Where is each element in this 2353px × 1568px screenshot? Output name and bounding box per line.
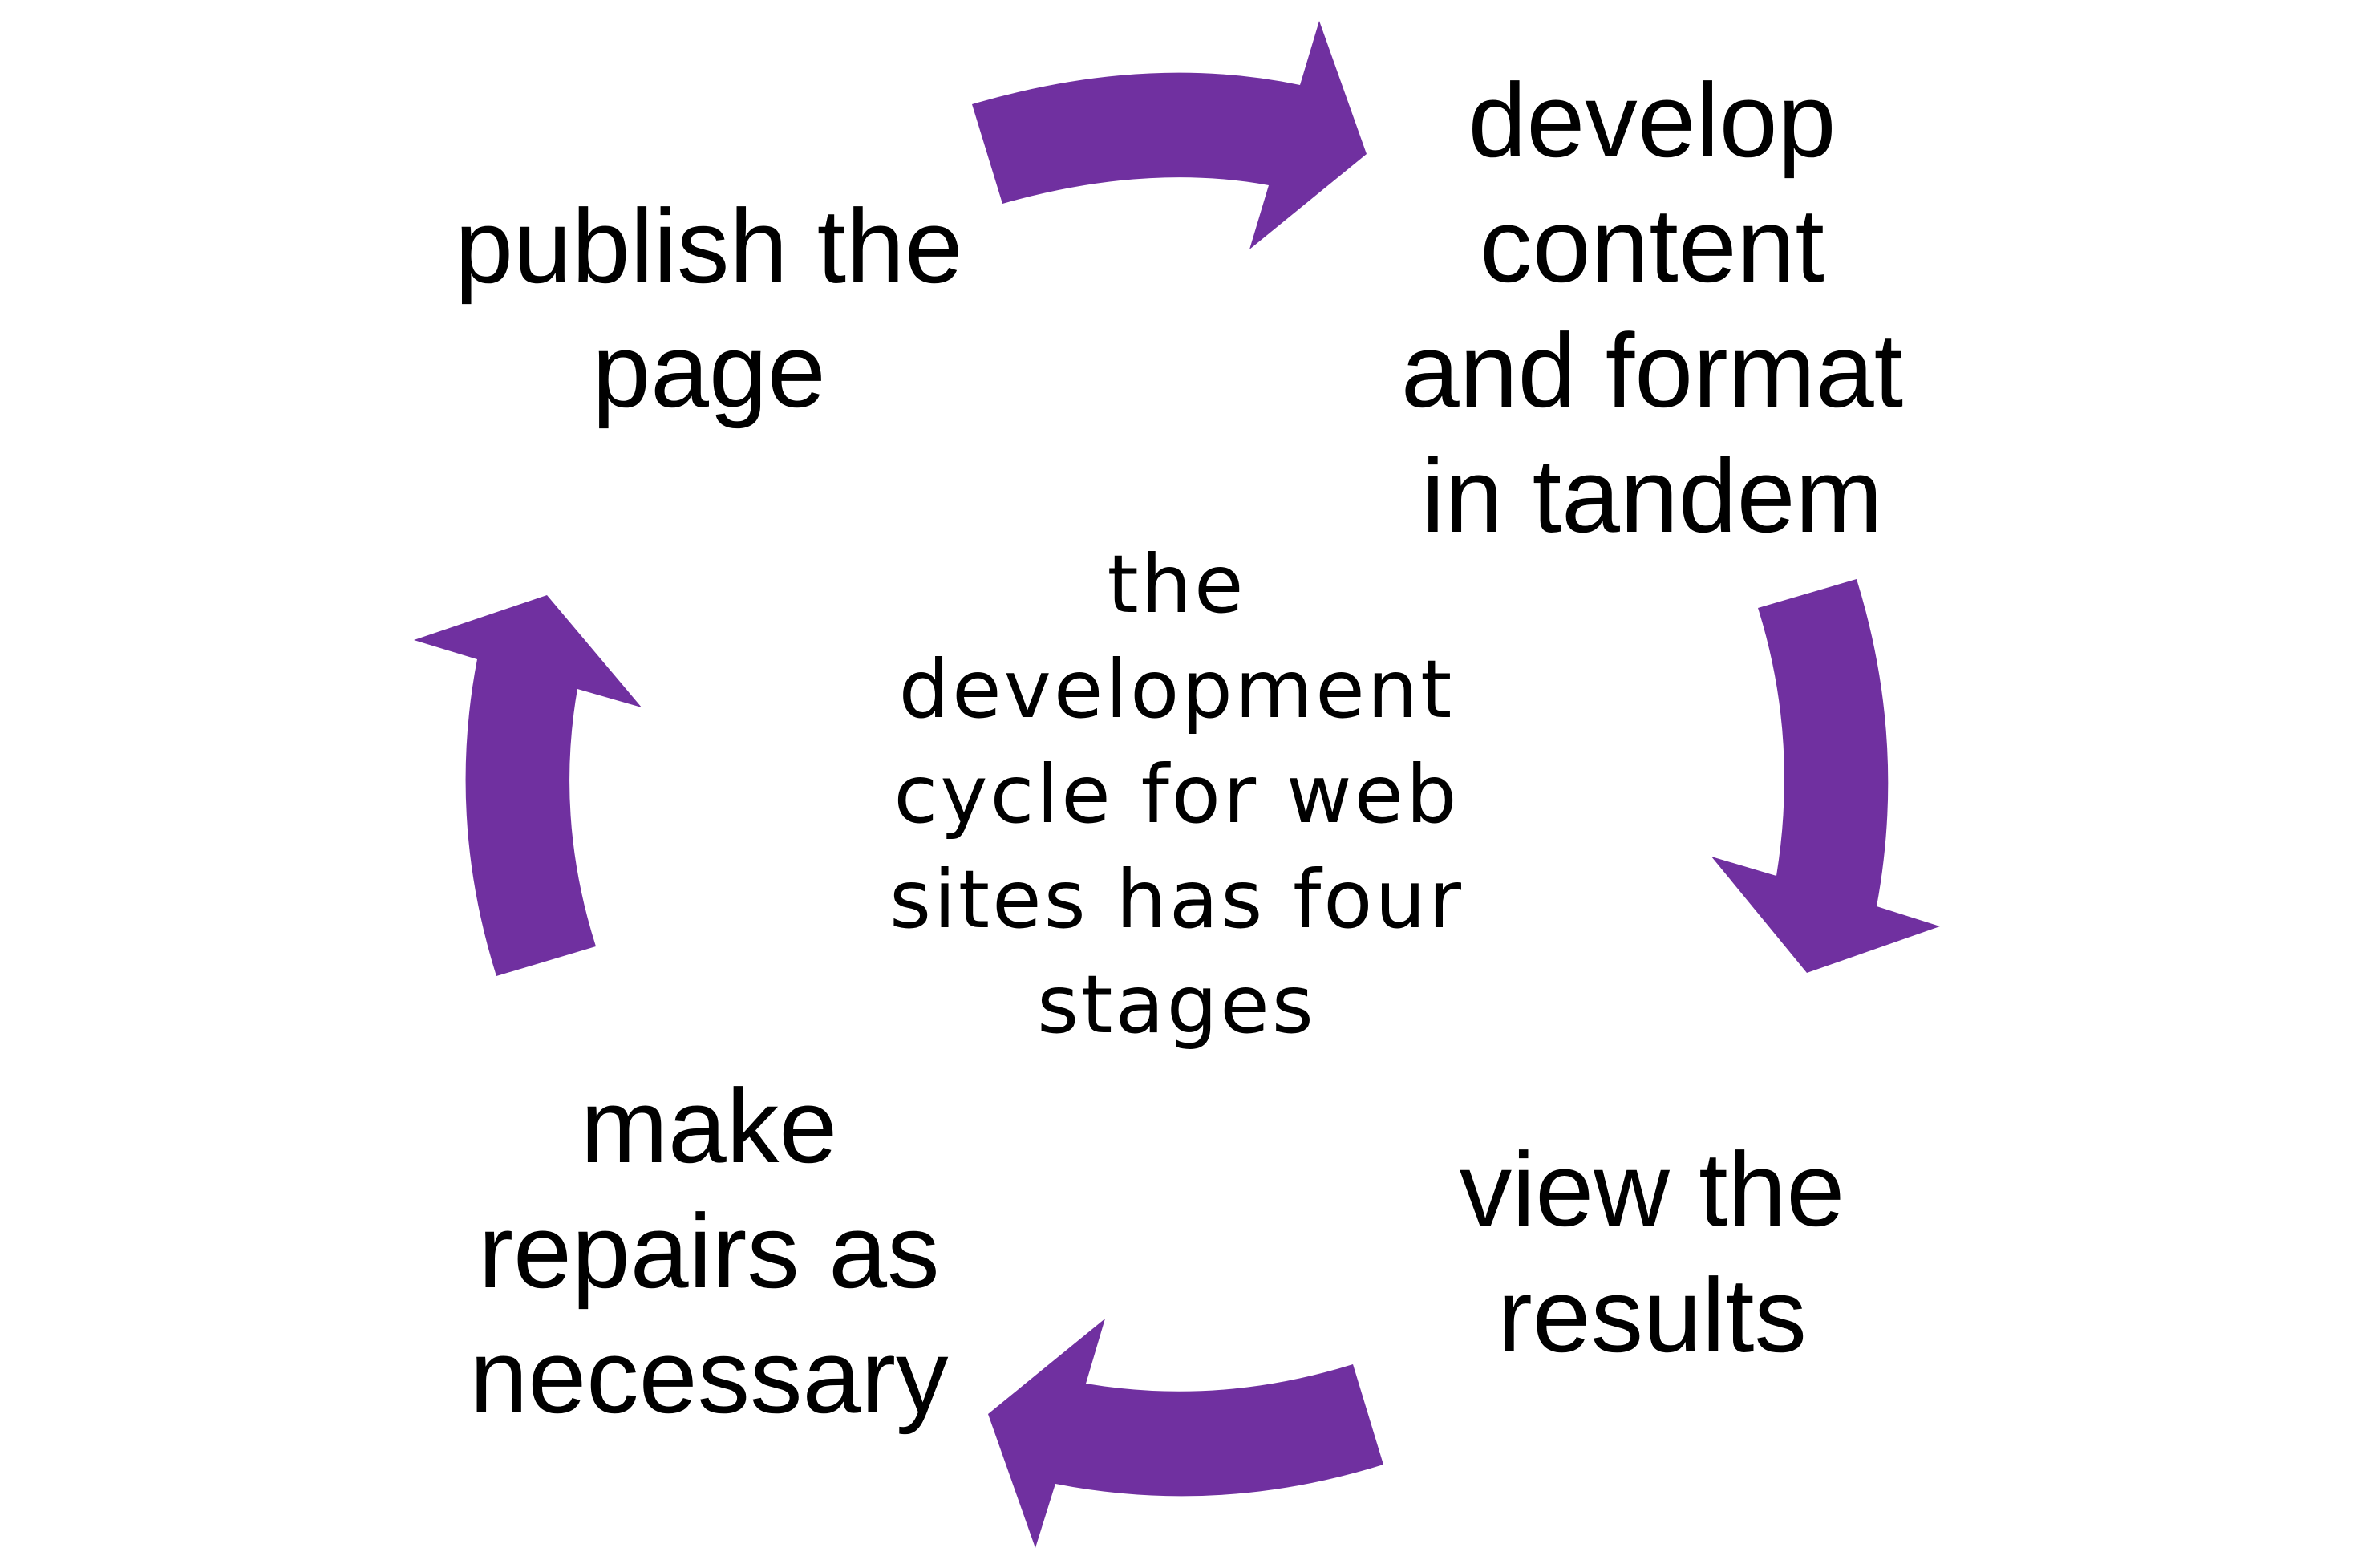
stage-publish-line-1: publish the (455, 187, 963, 305)
center-line-1: the (1107, 537, 1246, 631)
stage-develop-line-1: develop (1468, 61, 1837, 179)
stage-repair-line-3: necessary (469, 1317, 949, 1435)
arrow-down-icon (1711, 579, 1940, 973)
stage-repair-label: make repairs as necessary (388, 1064, 1030, 1439)
center-line-5: stages (1037, 958, 1316, 1051)
center-line-2: development (898, 642, 1455, 736)
stage-view-line-2: results (1497, 1256, 1807, 1374)
arrow-up-icon (414, 595, 642, 976)
center-label: the development cycle for web sites has … (856, 532, 1497, 1057)
center-line-3: cycle for web (893, 748, 1460, 841)
stage-repair-line-1: make (580, 1067, 838, 1185)
stage-develop-line-4: in tandem (1421, 436, 1883, 554)
stage-develop-label: develop content and format in tandem (1331, 58, 1973, 558)
stage-view-line-1: view the (1459, 1130, 1845, 1248)
arrow-right-icon (972, 21, 1367, 249)
stage-develop-line-2: content (1480, 186, 1824, 304)
arrow-left-icon (988, 1319, 1383, 1548)
stage-publish-line-2: page (592, 311, 826, 429)
stage-view-label: view the results (1331, 1126, 1973, 1378)
stage-develop-line-3: and format (1400, 311, 1904, 429)
stage-repair-line-2: repairs as (478, 1192, 940, 1310)
center-line-4: sites has four (889, 853, 1464, 946)
stage-publish-label: publish the page (388, 184, 1030, 432)
